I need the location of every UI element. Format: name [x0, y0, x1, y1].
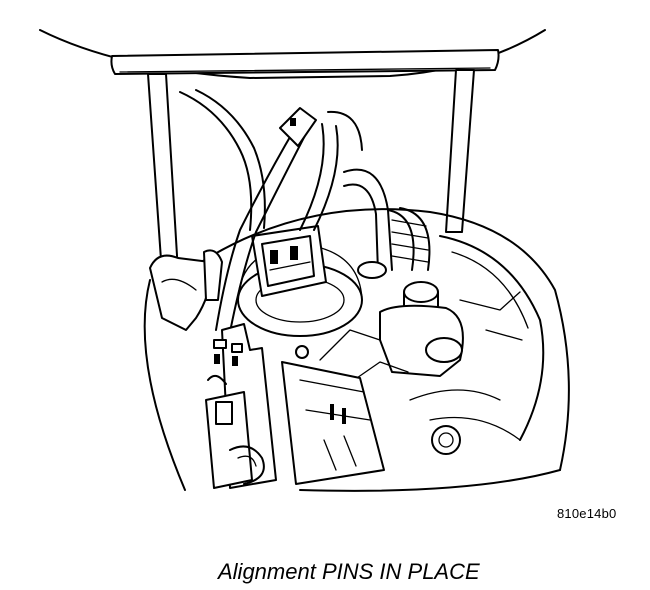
lower-bracket — [205, 391, 265, 489]
retainer-clip — [149, 249, 223, 331]
electrical-connector — [251, 225, 327, 297]
reservoir-ribs — [319, 291, 523, 455]
alignment-pins — [207, 339, 243, 385]
wiring-harness — [179, 89, 363, 333]
sender-post — [379, 281, 464, 377]
module-flange — [39, 29, 546, 79]
fuel-line-hose — [343, 168, 431, 279]
reservoir-bucket — [143, 208, 570, 492]
figure-code: 810e14b0 — [557, 506, 617, 521]
fuel-pump-module-illustration — [39, 29, 570, 492]
figure-caption: Alignment PINS IN PLACE — [218, 559, 480, 584]
